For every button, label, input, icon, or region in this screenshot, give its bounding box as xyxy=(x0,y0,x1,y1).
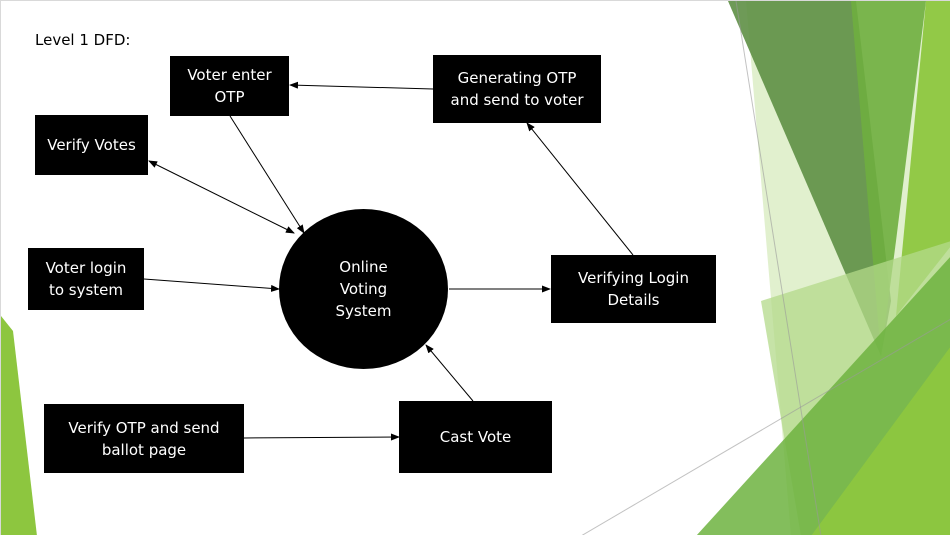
node-voter-login-label: Voter login to system xyxy=(45,259,127,299)
diagram-heading: Level 1 DFD: xyxy=(35,31,131,49)
flow-enter-otp-to-system xyxy=(229,115,305,234)
node-cast-vote: Cast Vote xyxy=(399,401,552,473)
node-verify-votes-label: Verify Votes xyxy=(47,136,136,154)
node-verifying-login: Verifying Login Details xyxy=(551,255,716,323)
flow-verify-otp-to-cast-vote xyxy=(243,433,400,441)
node-voter-enter-otp-label: Voter enter OTP xyxy=(187,66,272,106)
flow-system-verify-votes xyxy=(148,160,295,234)
flow-login-to-system xyxy=(143,278,280,292)
flow-generating-to-enter-otp xyxy=(289,81,434,90)
deco-dark-wedge xyxy=(728,1,891,356)
deco-right-strip xyxy=(896,1,950,316)
node-verify-votes: Verify Votes xyxy=(35,115,148,175)
node-voter-enter-otp: Voter enter OTP xyxy=(170,56,289,116)
deco-thin-line-2 xyxy=(581,319,950,535)
node-verify-otp-ballot: Verify OTP and send ballot page xyxy=(44,404,244,473)
node-verify-otp-ballot-label: Verify OTP and send ballot page xyxy=(68,418,220,459)
process-online-voting-system: Online Voting System xyxy=(279,209,448,369)
node-voter-login: Voter login to system xyxy=(28,248,144,310)
node-generating-otp: Generating OTP and send to voter xyxy=(433,55,601,123)
deco-lower-bright xyxy=(811,347,950,535)
flow-verifying-login-to-generating xyxy=(526,122,634,256)
deco-thin-line-1 xyxy=(735,1,822,535)
node-verifying-login-label: Verifying Login Details xyxy=(578,269,689,309)
process-online-voting-system-label: Online Voting System xyxy=(335,258,392,320)
deco-mid-wedge xyxy=(851,1,926,356)
node-generating-otp-label: Generating OTP and send to voter xyxy=(450,69,584,109)
deco-left-sliver xyxy=(1,316,37,535)
node-cast-vote-label: Cast Vote xyxy=(439,428,512,446)
flow-cast-vote-to-system xyxy=(425,344,474,402)
